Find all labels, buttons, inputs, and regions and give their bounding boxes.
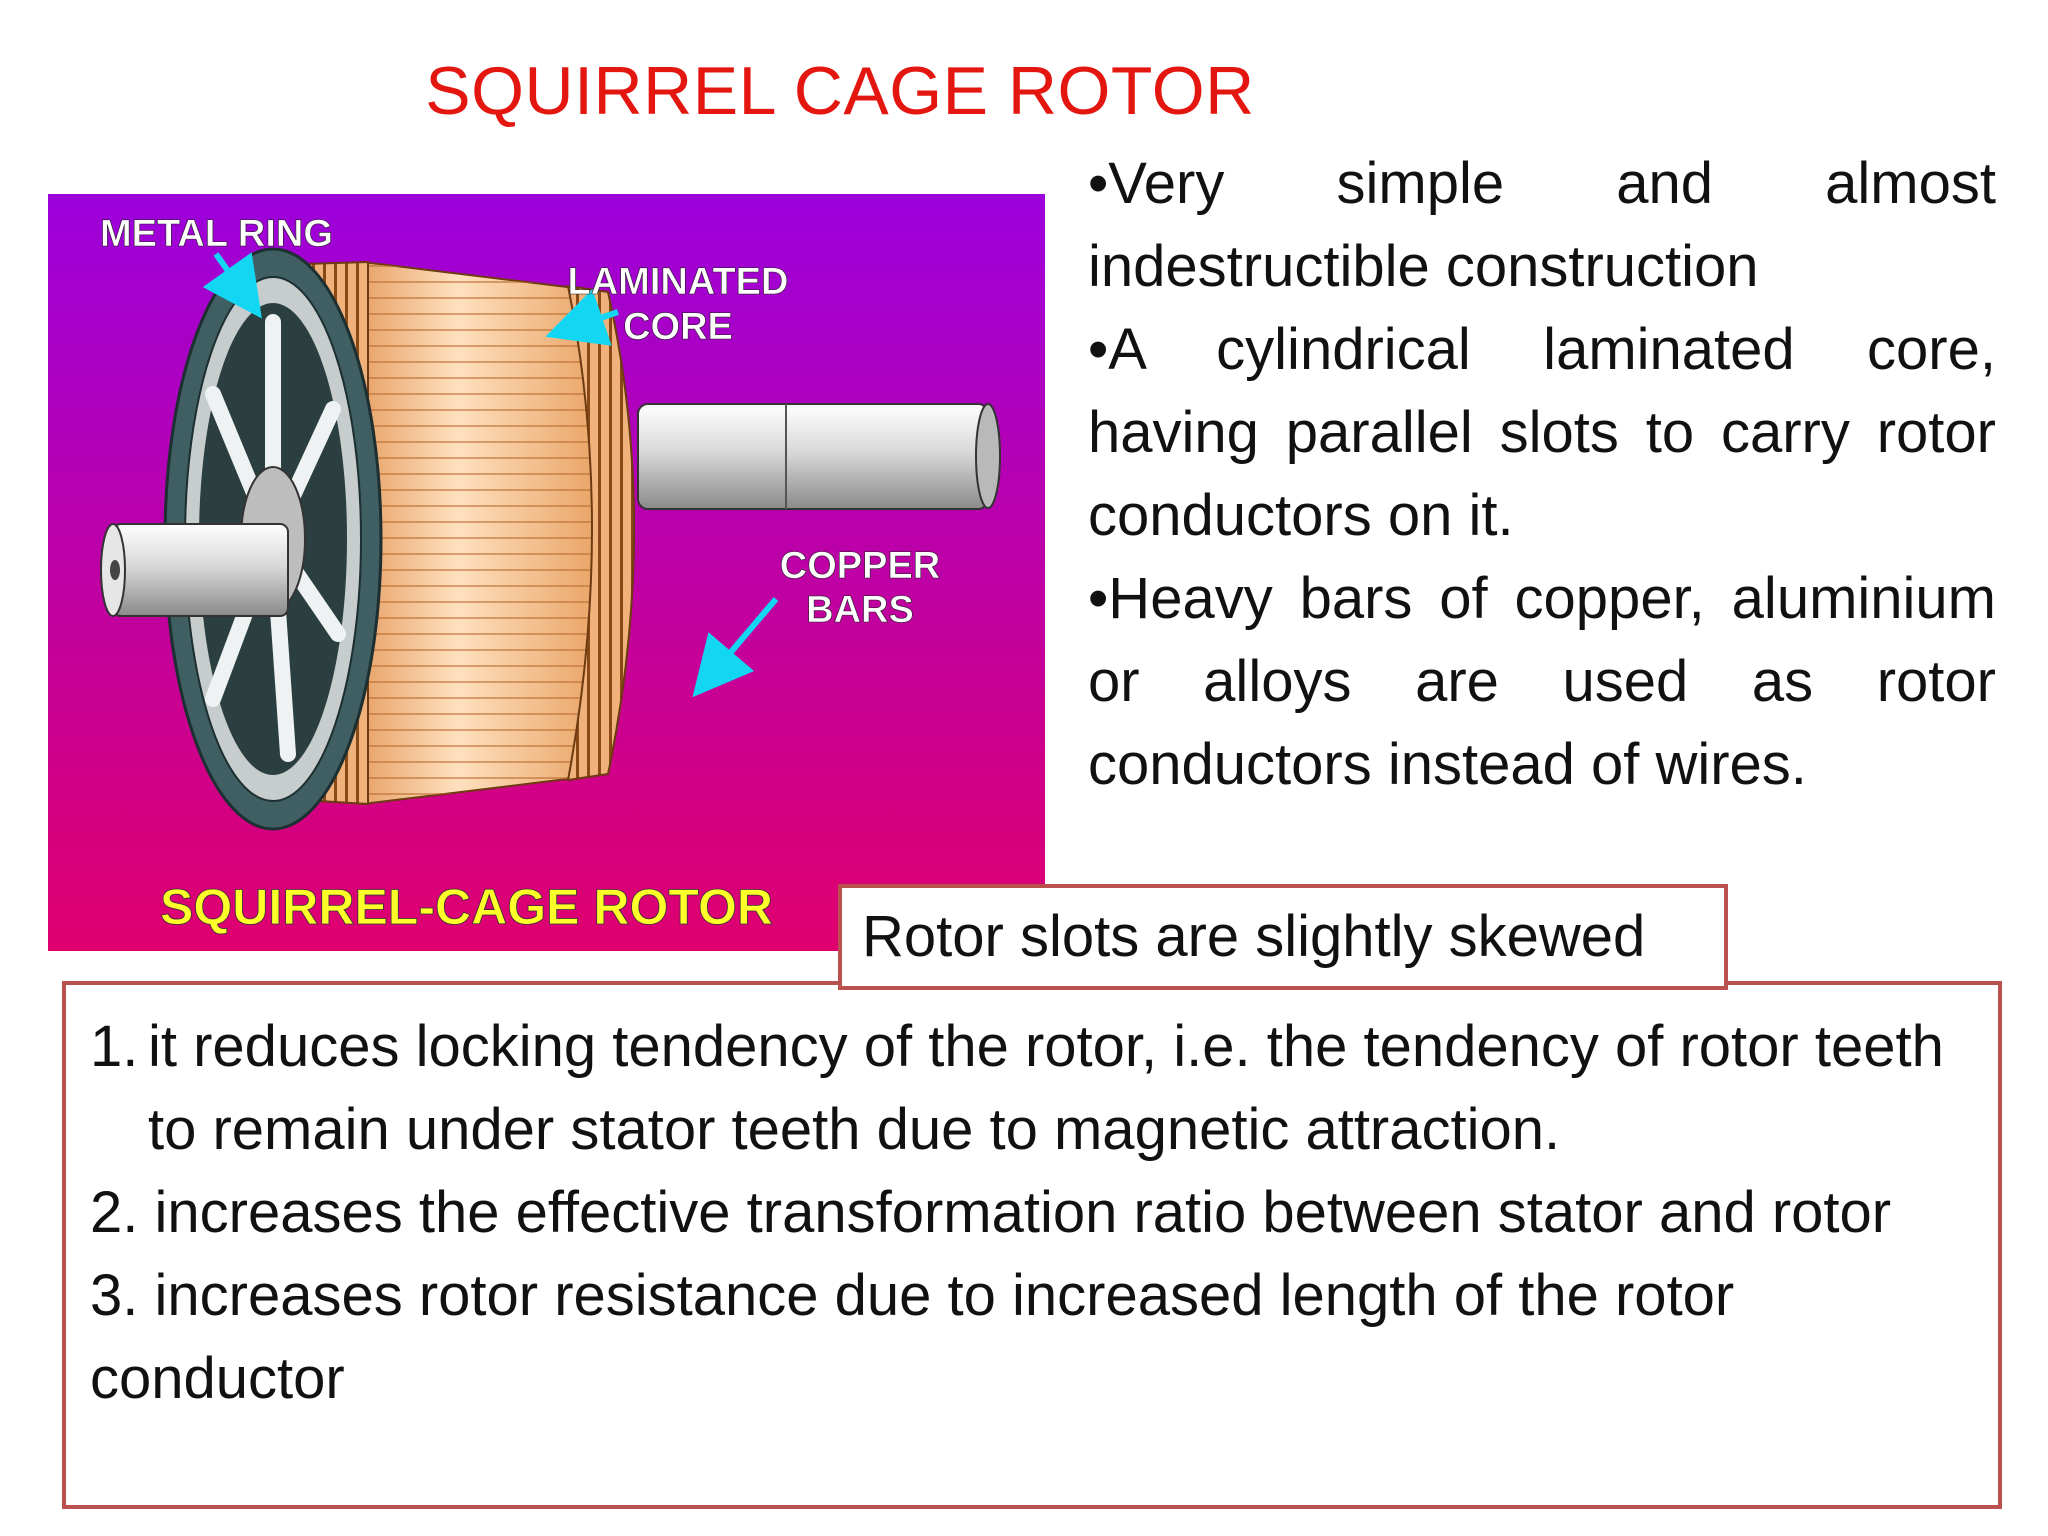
slide-title: SQUIRREL CAGE ROTOR [425,53,1255,129]
reason-item-3: 3. increases rotor resistance due to inc… [90,1263,1735,1411]
figure-caption: SQUIRREL-CAGE ROTOR [160,879,773,935]
metal-ring-arrow [202,252,262,319]
left-shaft [100,523,289,617]
squirrel-cage-rotor-figure: METAL RING LAMINATED CORE COPPER BARS SQ… [48,194,1045,951]
reason-item-2: 2. increases the effective transformatio… [90,1180,1892,1245]
copper-bars-label-2: BARS [806,589,914,631]
laminated-core-label-2: CORE [623,306,733,348]
laminated-core-label: LAMINATED [568,261,789,303]
copper-bars-arrow [692,597,779,698]
reason-item-1: 1. it reduces locking tendency of the ro… [90,1005,1974,1171]
right-shaft [637,403,1001,510]
bullet-item: •Heavy bars of copper, aluminium or allo… [1088,566,1996,797]
bullet-item: •A cylindrical laminated core, having pa… [1088,317,1996,548]
copper-bars-label: COPPER [780,545,940,587]
laminated-core-arrow [545,289,619,346]
metal-ring-label: METAL RING [100,213,333,255]
skewed-slots-callout: Rotor slots are slightly skewed [838,884,1728,990]
reason-number: 1. [90,1014,139,1079]
skew-effects-box: 1. it reduces locking tendency of the ro… [62,981,2002,1509]
reason-text: it reduces locking tendency of the rotor… [148,1014,1944,1162]
bullet-list: •Very simple and almost indestructible c… [1088,142,1996,806]
bullet-item: •Very simple and almost indestructible c… [1088,151,1996,299]
